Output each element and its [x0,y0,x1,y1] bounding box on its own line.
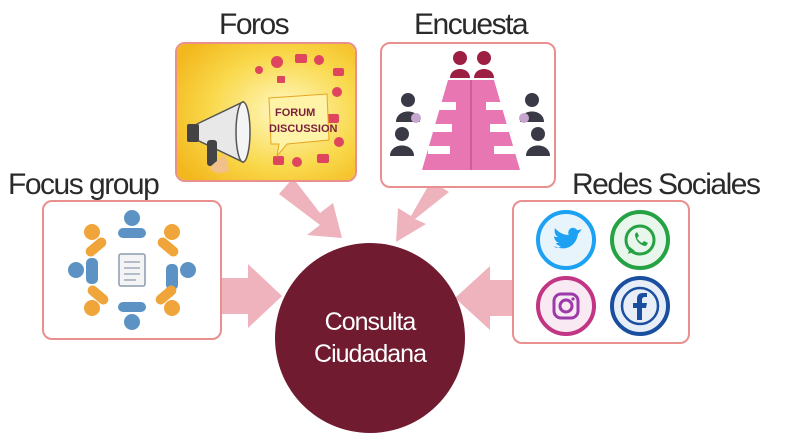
arrow-redes-sociales [455,266,512,330]
scatter-icons [255,54,344,167]
team-circle-icon [68,210,196,330]
arrow-encuesta [396,181,449,242]
forum-text-line1: FORUM [275,107,315,119]
forum-text-line2: DISCUSSION [269,123,338,135]
focus-group-box [42,200,222,340]
redes-sociales-box [512,200,690,344]
center-text-line1: Consulta [324,308,417,336]
document-icon [118,253,146,287]
meeting-table-icon [390,51,550,170]
encuesta-box [380,42,556,188]
twitter-icon [536,210,596,270]
center-text-line2: Ciudadana [314,340,427,368]
arrow-focus-group [222,264,282,328]
label-focus-group: Focus group [8,168,160,201]
label-encuesta: Encuesta [414,8,529,41]
label-foros: Foros [219,8,290,41]
social-icons [536,210,670,336]
consulta-ciudadana-circle: Consulta Ciudadana [275,243,465,433]
speech-bubble [268,93,330,158]
facebook-icon [610,276,670,336]
instagram-icon [536,276,596,336]
foros-box: FORUM DISCUSSION [175,42,357,182]
arrow-foros [279,178,342,238]
whatsapp-icon [610,210,670,270]
label-redes-sociales: Redes Sociales [572,168,761,201]
megaphone-icon [187,100,251,173]
forum-discussion-image: FORUM DISCUSSION [177,44,355,180]
